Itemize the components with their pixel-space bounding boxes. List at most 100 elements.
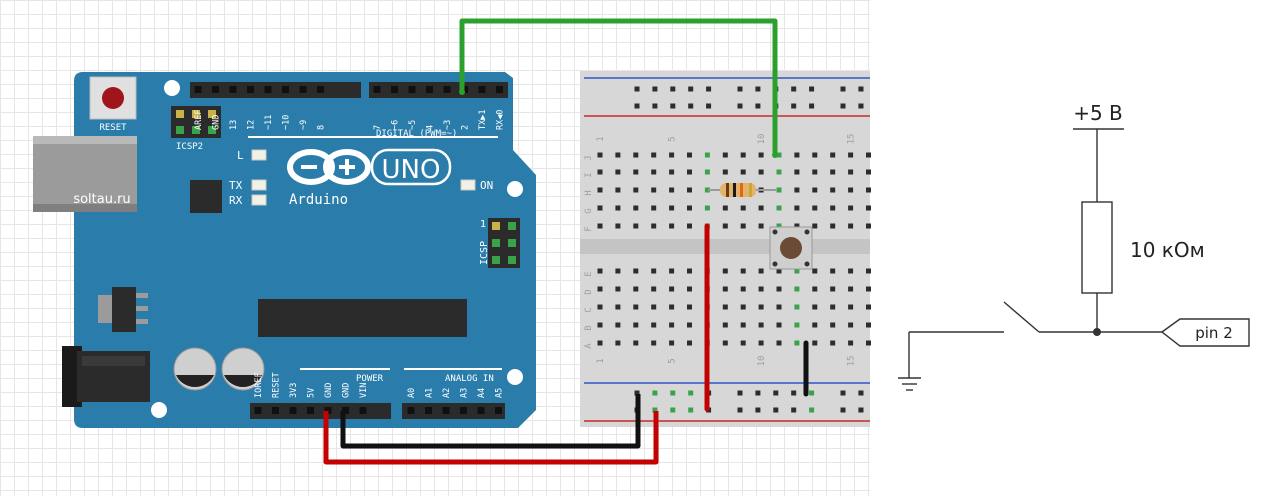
breadboard-hole[interactable] [651,286,657,292]
breadboard-hole[interactable] [704,187,710,193]
breadboard-hole[interactable] [670,103,676,109]
breadboard-hole[interactable] [830,187,836,193]
header-socket[interactable] [478,86,486,93]
breadboard-hole[interactable] [776,286,782,292]
reset-button-cap[interactable] [102,87,124,109]
breadboard-hole[interactable] [812,205,818,211]
header-socket[interactable] [391,86,398,93]
breadboard-hole[interactable] [688,390,694,396]
breadboard-hole[interactable] [615,187,621,193]
breadboard-hole[interactable] [688,103,694,109]
breadboard-hole[interactable] [758,223,764,229]
breadboard-hole[interactable] [773,407,779,413]
breadboard-hole[interactable] [722,223,728,229]
header-socket[interactable] [299,86,307,93]
header-socket[interactable] [495,407,502,414]
breadboard-hole[interactable] [776,304,782,310]
header-socket[interactable] [477,407,485,414]
breadboard-hole[interactable] [858,103,864,109]
breadboard-hole[interactable] [858,86,864,92]
breadboard-hole[interactable] [597,268,603,274]
breadboard-hole[interactable] [704,152,710,158]
breadboard-hole[interactable] [830,304,836,310]
breadboard-hole[interactable] [858,390,864,396]
breadboard-hole[interactable] [706,86,712,92]
breadboard-hole[interactable] [652,390,658,396]
header-socket[interactable] [212,86,219,93]
breadboard-hole[interactable] [687,223,692,229]
header-socket[interactable] [317,86,324,93]
breadboard-hole[interactable] [633,187,639,193]
breadboard-hole[interactable] [737,103,743,109]
breadboard-hole[interactable] [704,205,710,211]
breadboard-hole[interactable] [791,86,797,92]
header-socket[interactable] [425,407,432,414]
breadboard-hole[interactable] [740,304,746,310]
breadboard-hole[interactable] [737,86,743,92]
breadboard-hole[interactable] [687,304,692,310]
breadboard-hole[interactable] [848,304,854,310]
breadboard-hole[interactable] [722,322,728,328]
breadboard-hole[interactable] [687,268,692,274]
header-socket[interactable] [496,86,503,93]
breadboard-hole[interactable] [737,390,743,396]
breadboard-hole[interactable] [652,407,658,413]
breadboard-hole[interactable] [633,169,639,175]
breadboard-hole[interactable] [758,152,764,158]
breadboard-hole[interactable] [634,86,640,92]
breadboard-hole[interactable] [704,169,710,175]
breadboard-hole[interactable] [794,152,800,158]
breadboard-hole[interactable] [722,304,728,310]
breadboard-hole[interactable] [776,223,782,229]
breadboard-hole[interactable] [830,205,836,211]
breadboard-hole[interactable] [830,169,836,175]
breadboard-hole[interactable] [830,152,836,158]
breadboard-hole[interactable] [830,223,836,229]
breadboard-hole[interactable] [812,286,818,292]
breadboard-hole[interactable] [758,340,764,346]
breadboard-hole[interactable] [866,322,871,328]
header-socket[interactable] [282,86,289,93]
breadboard-hole[interactable] [670,86,676,92]
breadboard-hole[interactable] [652,86,658,92]
breadboard-hole[interactable] [669,322,675,328]
breadboard-hole[interactable] [848,205,854,211]
breadboard-hole[interactable] [615,223,621,229]
breadboard-hole[interactable] [758,268,764,274]
breadboard-hole[interactable] [794,340,800,346]
breadboard-hole[interactable] [633,152,639,158]
breadboard-hole[interactable] [758,286,764,292]
breadboard-hole[interactable] [669,187,675,193]
breadboard-hole[interactable] [848,223,854,229]
breadboard-hole[interactable] [830,340,836,346]
breadboard-hole[interactable] [755,390,761,396]
breadboard-hole[interactable] [687,322,692,328]
breadboard-hole[interactable] [669,223,675,229]
breadboard-hole[interactable] [740,223,746,229]
breadboard-hole[interactable] [830,322,836,328]
breadboard-hole[interactable] [706,103,712,109]
breadboard-hole[interactable] [740,205,746,211]
breadboard-hole[interactable] [615,322,621,328]
breadboard-hole[interactable] [866,187,871,193]
breadboard-hole[interactable] [809,86,815,92]
breadboard-hole[interactable] [633,304,639,310]
breadboard-hole[interactable] [840,103,846,109]
breadboard-hole[interactable] [687,152,692,158]
breadboard-hole[interactable] [866,223,871,229]
breadboard-hole[interactable] [840,390,846,396]
breadboard-hole[interactable] [651,205,657,211]
header-socket[interactable] [359,407,367,414]
breadboard-hole[interactable] [809,103,815,109]
breadboard-hole[interactable] [740,340,746,346]
breadboard-hole[interactable] [812,169,818,175]
breadboard-hole[interactable] [670,390,676,396]
breadboard-hole[interactable] [848,152,854,158]
breadboard-hole[interactable] [687,169,692,175]
breadboard-hole[interactable] [812,152,818,158]
breadboard-hole[interactable] [722,268,728,274]
breadboard-hole[interactable] [794,322,800,328]
breadboard-hole[interactable] [737,407,743,413]
breadboard-hole[interactable] [634,103,640,109]
breadboard-hole[interactable] [809,407,815,413]
